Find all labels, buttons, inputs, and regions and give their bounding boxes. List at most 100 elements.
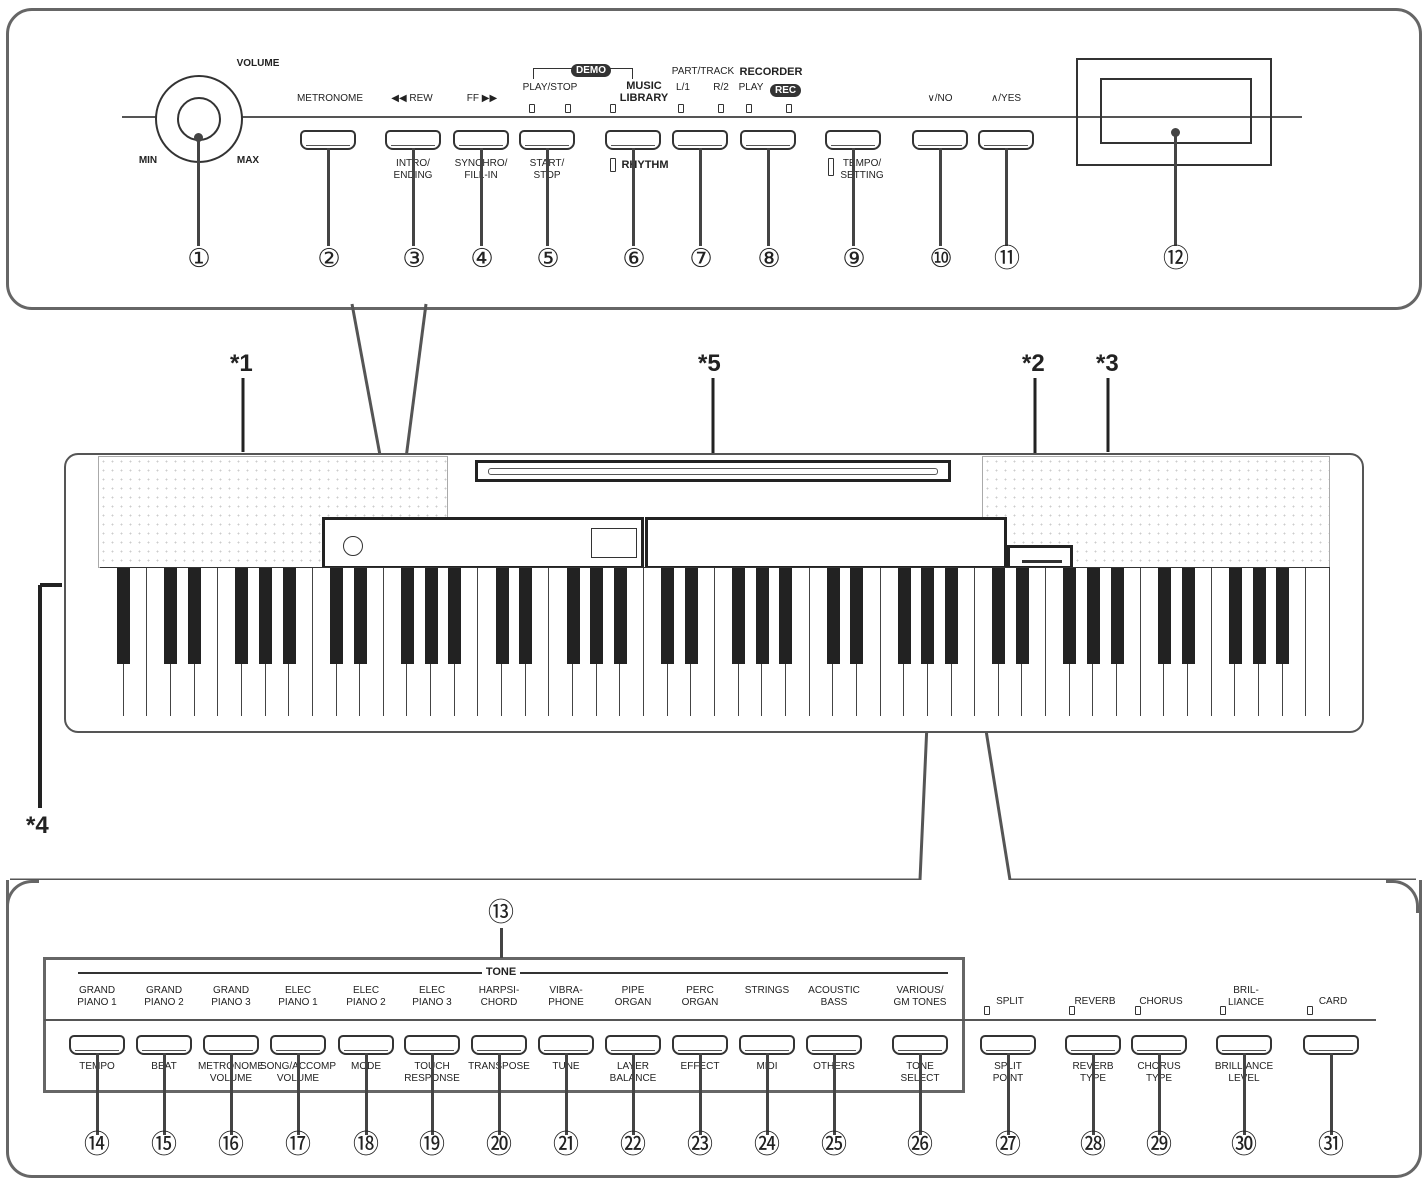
callout-23: ㉓: [686, 1130, 713, 1160]
panel-edge-line: [122, 116, 1302, 118]
leader-31: [1330, 1053, 1333, 1135]
black-key[interactable]: [400, 568, 414, 664]
recorder-label: RECORDER: [739, 66, 803, 78]
black-key[interactable]: [1181, 568, 1195, 664]
callout-27: ㉗: [994, 1130, 1021, 1160]
black-key[interactable]: [448, 568, 462, 664]
play-label: PLAY: [738, 82, 764, 93]
right-upper-label-3: CHORUS: [1139, 996, 1183, 1007]
black-key[interactable]: [755, 568, 769, 664]
black-key[interactable]: [921, 568, 935, 664]
black-key[interactable]: [235, 568, 249, 664]
callout-15: ⑮: [150, 1130, 177, 1160]
tone-button-13[interactable]: [892, 1035, 948, 1055]
black-key[interactable]: [661, 568, 675, 664]
black-key[interactable]: [897, 568, 911, 664]
callout-17: ⑰: [284, 1130, 311, 1160]
black-key[interactable]: [826, 568, 840, 664]
r2-label: R/2: [713, 82, 729, 93]
tone-button-3[interactable]: [203, 1035, 259, 1055]
tone-button-1[interactable]: [69, 1035, 125, 1055]
black-key[interactable]: [259, 568, 273, 664]
recorder-button[interactable]: [740, 130, 796, 150]
yes-button[interactable]: [978, 130, 1034, 150]
black-key[interactable]: [732, 568, 746, 664]
leader-17: [297, 1053, 300, 1135]
callout-9: ⑨: [842, 244, 866, 274]
black-key[interactable]: [566, 568, 580, 664]
ff-button[interactable]: [453, 130, 509, 150]
black-key[interactable]: [495, 568, 509, 664]
tone-label-7: HARPSI- CHORD: [478, 985, 520, 1008]
right-button-5[interactable]: [1303, 1035, 1359, 1055]
tone-button-11[interactable]: [739, 1035, 795, 1055]
black-key[interactable]: [850, 568, 864, 664]
leader-21: [565, 1053, 568, 1135]
tone-button-12[interactable]: [806, 1035, 862, 1055]
black-key[interactable]: [330, 568, 344, 664]
tone-button-7[interactable]: [471, 1035, 527, 1055]
rew-button[interactable]: [385, 130, 441, 150]
black-key[interactable]: [945, 568, 959, 664]
tone-button-6[interactable]: [404, 1035, 460, 1055]
callout-10: ⑩: [929, 244, 953, 274]
black-key[interactable]: [353, 568, 367, 664]
black-key[interactable]: [992, 568, 1006, 664]
black-key[interactable]: [590, 568, 604, 664]
play-stop-button[interactable]: [519, 130, 575, 150]
tone-button-10[interactable]: [672, 1035, 728, 1055]
black-key[interactable]: [117, 568, 131, 664]
callout-5: ⑤: [536, 244, 560, 274]
black-key[interactable]: [1276, 568, 1290, 664]
black-key[interactable]: [519, 568, 533, 664]
tempo-setting-button[interactable]: [825, 130, 881, 150]
black-key[interactable]: [282, 568, 296, 664]
right-led-2: [1069, 1006, 1075, 1015]
tone-button-5[interactable]: [338, 1035, 394, 1055]
leader-7: [699, 148, 702, 246]
black-key[interactable]: [1015, 568, 1029, 664]
callout-1: ①: [187, 244, 211, 274]
black-key[interactable]: [1157, 568, 1171, 664]
leader-18: [365, 1053, 368, 1135]
leader-28: [1092, 1053, 1095, 1135]
callout-18: ⑱: [352, 1130, 379, 1160]
black-key[interactable]: [1063, 568, 1077, 664]
black-key[interactable]: [613, 568, 627, 664]
black-key[interactable]: [779, 568, 793, 664]
black-key[interactable]: [164, 568, 178, 664]
callout-4: ④: [470, 244, 494, 274]
leader-24: [766, 1053, 769, 1135]
metronome-button[interactable]: [300, 130, 356, 150]
black-key[interactable]: [188, 568, 202, 664]
leader-19: [431, 1053, 434, 1135]
right-button-1[interactable]: [980, 1035, 1036, 1055]
right-button-4[interactable]: [1216, 1035, 1272, 1055]
black-key[interactable]: [1252, 568, 1266, 664]
right-button-2[interactable]: [1065, 1035, 1121, 1055]
callout-25: ㉕: [820, 1130, 847, 1160]
tone-button-2[interactable]: [136, 1035, 192, 1055]
leader-22: [632, 1053, 635, 1135]
tone-button-8[interactable]: [538, 1035, 594, 1055]
black-key[interactable]: [1228, 568, 1242, 664]
black-key[interactable]: [1086, 568, 1100, 664]
white-key[interactable]: [1306, 568, 1330, 716]
no-button[interactable]: [912, 130, 968, 150]
music-library-button[interactable]: [605, 130, 661, 150]
tone-button-9[interactable]: [605, 1035, 661, 1055]
part-track-button[interactable]: [672, 130, 728, 150]
callout-16: ⑯: [217, 1130, 244, 1160]
keyboard-panel-highlight-right: [645, 517, 1007, 569]
tone-rule-right: [520, 972, 948, 974]
black-key[interactable]: [424, 568, 438, 664]
black-key[interactable]: [1110, 568, 1124, 664]
tone-label-4: ELEC PIANO 1: [278, 985, 318, 1008]
black-key[interactable]: [684, 568, 698, 664]
leader-dot-1: [194, 133, 203, 142]
tone-button-4[interactable]: [270, 1035, 326, 1055]
right-button-3[interactable]: [1131, 1035, 1187, 1055]
leader-23: [699, 1053, 702, 1135]
leader-3: [412, 148, 415, 246]
card-slot: [1022, 560, 1062, 563]
